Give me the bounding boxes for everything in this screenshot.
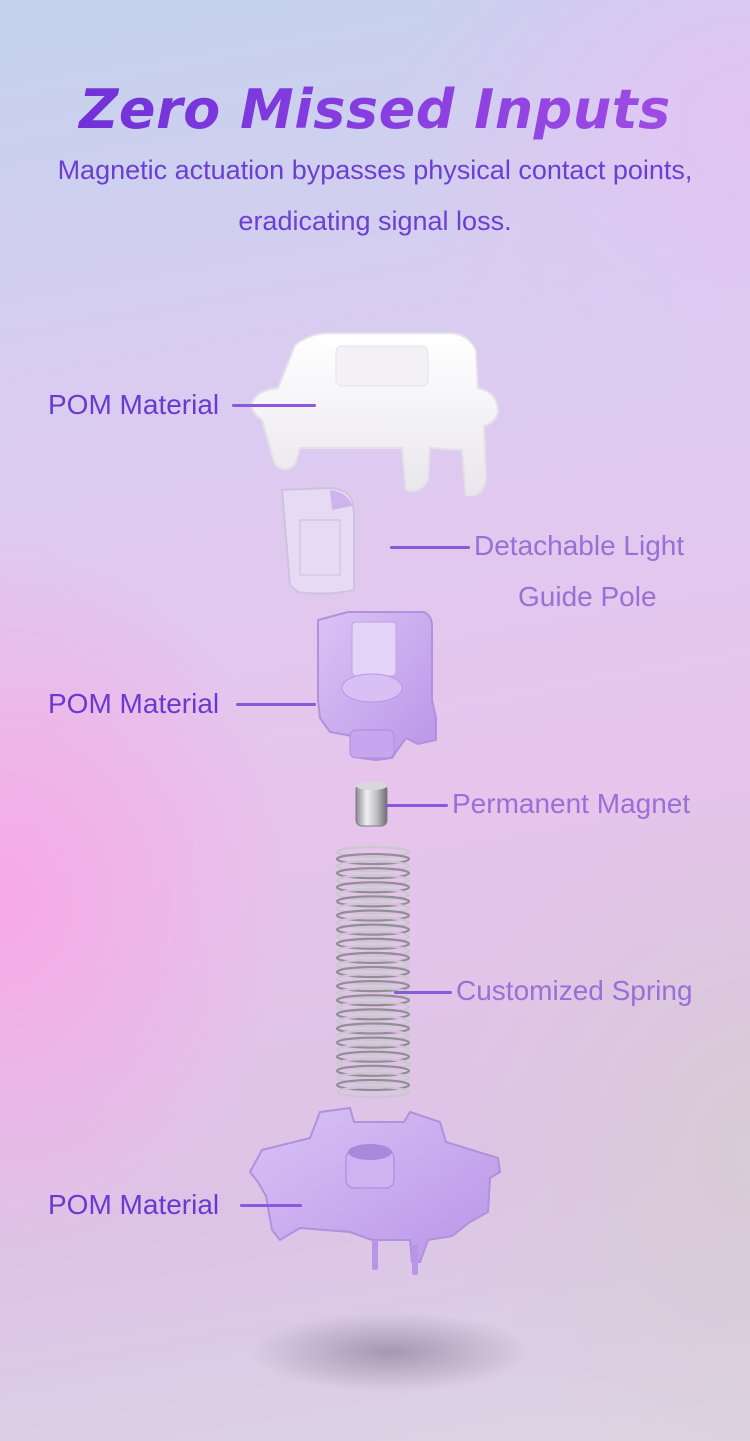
spring-coil bbox=[335, 958, 411, 972]
spring-coil bbox=[335, 937, 411, 950]
callout-stem-material: POM Material bbox=[48, 389, 220, 420]
purple-bottom-housing bbox=[248, 1106, 502, 1275]
spring-coil bbox=[335, 1085, 411, 1099]
spring-coil bbox=[335, 852, 411, 866]
subtitle-line-1: Magnetic actuation bypasses physical con… bbox=[57, 155, 693, 185]
spring-coil bbox=[335, 972, 411, 986]
spring-coil bbox=[335, 1036, 411, 1049]
spring-coil bbox=[335, 1008, 411, 1021]
spring-coil bbox=[335, 916, 411, 929]
customized-spring bbox=[335, 845, 411, 1099]
white-stem bbox=[250, 332, 500, 497]
spring-coil bbox=[335, 860, 411, 873]
spring-coil bbox=[335, 1029, 411, 1042]
spring-coil bbox=[335, 888, 411, 901]
spring-coil bbox=[335, 930, 411, 943]
purple-top-housing bbox=[317, 611, 437, 762]
spring-coil bbox=[335, 881, 411, 894]
callout-spring: Customized Spring bbox=[456, 975, 693, 1006]
page-title: Zero Missed Inputs bbox=[0, 78, 750, 141]
callout-top-housing-material: POM Material bbox=[48, 688, 220, 719]
spring-coil bbox=[335, 845, 411, 859]
spring-coil bbox=[335, 951, 411, 964]
spring-coil bbox=[335, 902, 411, 915]
spring-coil bbox=[335, 1050, 411, 1063]
spring-coil bbox=[335, 1057, 411, 1070]
spring-coil bbox=[335, 1043, 411, 1056]
spring-coil bbox=[335, 980, 411, 993]
spring-coil bbox=[335, 909, 411, 922]
spring-coil bbox=[335, 895, 411, 908]
leader-line-light-guide bbox=[390, 546, 470, 549]
callout-magnet: Permanent Magnet bbox=[452, 788, 691, 819]
spring-coil bbox=[335, 874, 411, 887]
spring-coil bbox=[335, 965, 411, 979]
subtitle-line-2: eradicating signal loss. bbox=[238, 206, 512, 236]
leader-line-bottom-housing bbox=[240, 1204, 302, 1207]
spring-coil bbox=[335, 994, 411, 1007]
callout-light-guide-line-1: Detachable Light bbox=[474, 530, 685, 561]
spring-coil bbox=[335, 867, 411, 880]
spring-coil bbox=[335, 1071, 411, 1084]
leader-line-magnet bbox=[386, 804, 448, 807]
light-guide-pole bbox=[280, 486, 355, 595]
leader-line-stem bbox=[232, 404, 316, 407]
spring-coil bbox=[335, 1001, 411, 1014]
permanent-magnet bbox=[355, 782, 388, 827]
floor-shadow bbox=[250, 1312, 530, 1392]
leader-line-top-housing bbox=[236, 703, 316, 706]
spring-coil bbox=[335, 1064, 411, 1077]
leader-line-spring bbox=[394, 991, 452, 994]
callout-bottom-housing-material: POM Material bbox=[48, 1189, 220, 1220]
spring-coil bbox=[335, 1015, 411, 1028]
spring-coil bbox=[335, 923, 411, 936]
spring-coil bbox=[335, 1078, 411, 1092]
callout-light-guide-line-2: Guide Pole bbox=[518, 581, 657, 612]
spring-coil bbox=[335, 1022, 411, 1035]
spring-coil bbox=[335, 944, 411, 957]
